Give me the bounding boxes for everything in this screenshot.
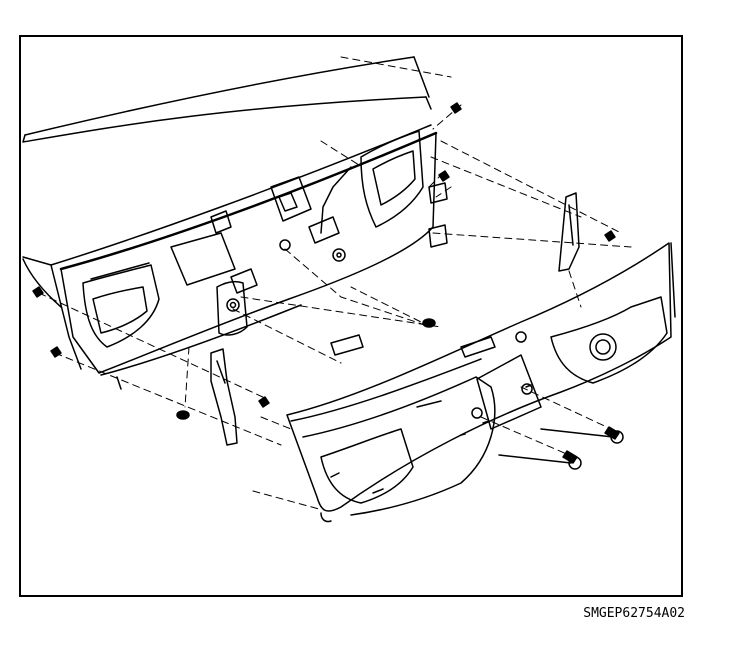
figure-code: SMGEP62754A02 — [583, 606, 685, 621]
fasteners — [32, 102, 620, 464]
rear-panel — [60, 130, 437, 390]
side-brackets — [210, 182, 580, 446]
car-body-outline — [22, 56, 438, 370]
bolts — [471, 383, 624, 470]
rear-garnish-panel — [286, 242, 676, 523]
leader-lines — [38, 56, 632, 510]
diagram-frame — [19, 35, 683, 597]
rear-panel-exploded-illustration — [22, 56, 676, 523]
